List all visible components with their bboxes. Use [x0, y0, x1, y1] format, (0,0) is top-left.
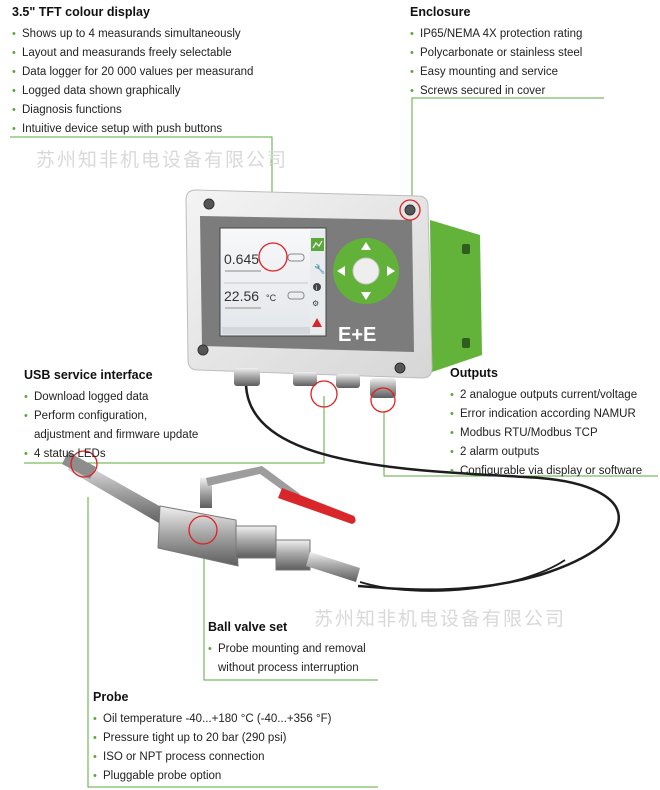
usb-callout-title: USB service interface [24, 368, 153, 382]
screen-value-1: 0.645 [224, 251, 259, 267]
display-item: Diagnosis functions [12, 101, 253, 120]
valve-handle [278, 488, 356, 524]
svg-text:🔧: 🔧 [314, 263, 325, 275]
tft-screen [219, 227, 327, 337]
mounting-bracket [430, 220, 482, 372]
enclosure-callout-title: Enclosure [410, 5, 471, 19]
svg-text:⚙: ⚙ [312, 299, 319, 308]
screen-unit-2: °C [266, 293, 277, 303]
probe-cable [244, 384, 620, 591]
probe-callout-line [87, 497, 378, 788]
probe-item: Pluggable probe option [93, 767, 331, 786]
ballvalve-item-continuation: without process interruption [218, 662, 359, 674]
probe-callout: Probe Oil temperature -40...+180 °C (-40… [93, 690, 331, 786]
usb-item: 4 status LEDs [24, 445, 198, 464]
outputs-item: Modbus RTU/Modbus TCP [450, 424, 642, 443]
outputs-item: Error indication according NAMUR [450, 405, 642, 424]
enclosure-item: IP65/NEMA 4X protection rating [410, 25, 582, 44]
ballvalve-callout: Ball valve set Probe mounting and remova… [208, 620, 366, 678]
probe-assembly [62, 450, 360, 582]
enclosure-item: Screws secured in cover [410, 82, 582, 101]
enclosure-callout: Enclosure IP65/NEMA 4X protection rating… [410, 5, 582, 101]
probe-item: Oil temperature -40...+180 °C (-40...+35… [93, 710, 331, 729]
screen-value-2: 22.56 [224, 288, 259, 304]
ballvalve-item: Probe mounting and removal [208, 640, 366, 659]
outputs-item: 2 alarm outputs [450, 443, 642, 462]
svg-text:i: i [316, 285, 318, 292]
display-item: Layout and measurands freely selectable [12, 44, 253, 63]
watermark-bottom: 苏州知非机电设备有限公司 [314, 608, 567, 630]
usb-item: Perform configuration, [24, 407, 198, 426]
probe-item: Pressure tight up to 20 bar (290 psi) [93, 729, 331, 748]
usb-callout: USB service interface Download logged da… [24, 368, 198, 464]
display-item: Data logger for 20 000 values per measur… [12, 63, 253, 82]
probe-item: ISO or NPT process connection [93, 748, 331, 767]
ee-logo: E+E [338, 324, 376, 346]
ball-valve-body [157, 505, 239, 567]
outputs-item: Configurable via display or software [450, 462, 642, 481]
usb-item-continuation: adjustment and firmware update [34, 429, 199, 441]
probe-callout-title: Probe [93, 690, 129, 704]
display-callout: 3.5" TFT colour display Shows up to 4 me… [12, 5, 253, 139]
ballvalve-callout-title: Ball valve set [208, 620, 288, 634]
outputs-callout: Outputs 2 analogue outputs current/volta… [450, 366, 642, 481]
display-callout-title: 3.5" TFT colour display [12, 5, 150, 19]
cover-screws [197, 198, 416, 374]
outputs-callout-title: Outputs [450, 366, 498, 380]
enclosure-item: Polycarbonate or stainless steel [410, 44, 582, 63]
enclosure-item: Easy mounting and service [410, 63, 582, 82]
display-item: Logged data shown graphically [12, 82, 253, 101]
enclosure-callout-line [411, 97, 604, 198]
ballvalve-callout-line [203, 543, 378, 681]
display-item: Shows up to 4 measurands simultaneously [12, 25, 253, 44]
outputs-item: 2 analogue outputs current/voltage [450, 386, 642, 405]
display-item: Intuitive device setup with push buttons [12, 120, 253, 139]
usb-item: Download logged data [24, 388, 198, 407]
watermark-top: 苏州知非机电设备有限公司 [36, 149, 289, 171]
